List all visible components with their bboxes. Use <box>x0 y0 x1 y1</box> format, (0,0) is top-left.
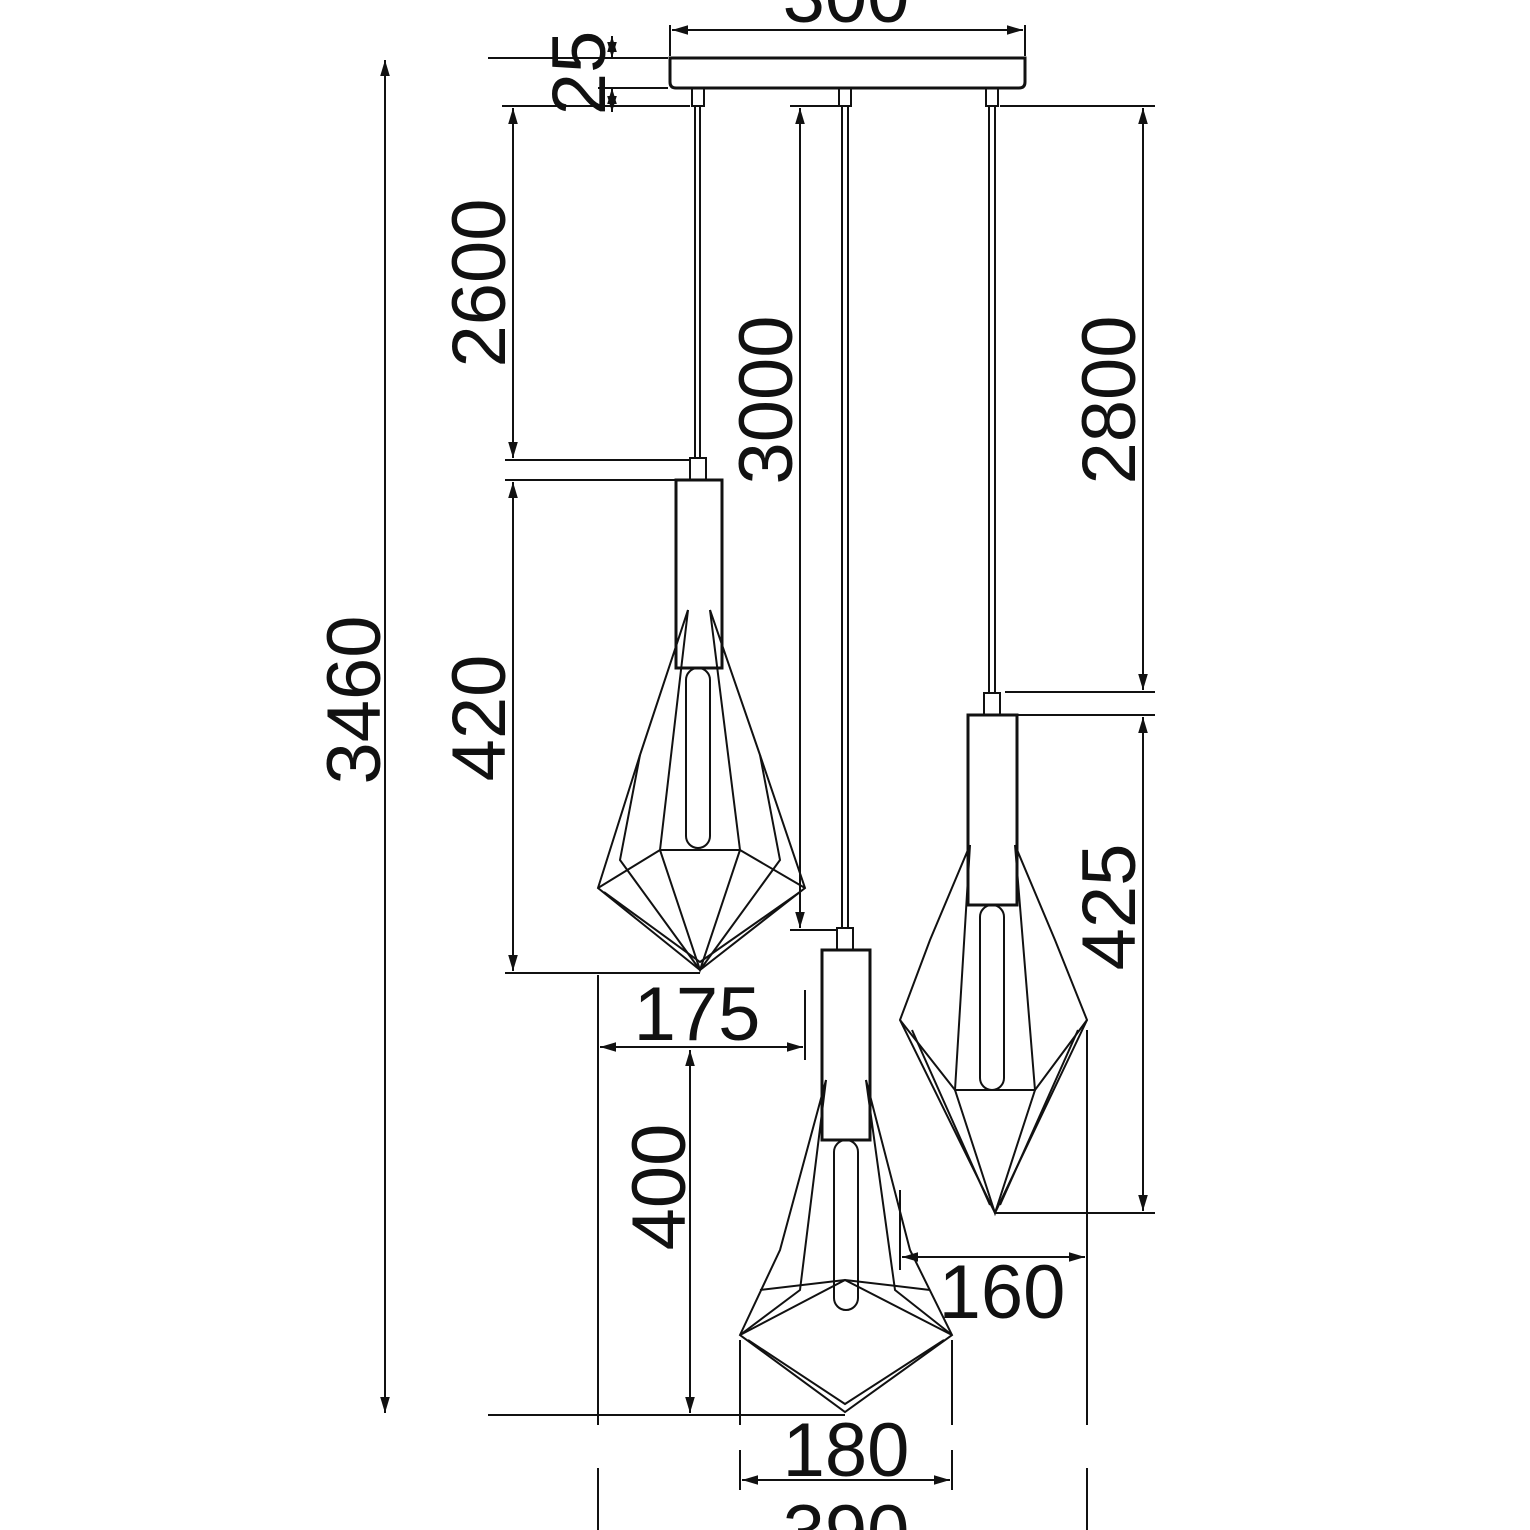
ceiling-canopy <box>668 56 1027 107</box>
dim-cord-left: 2600 <box>437 198 522 367</box>
extension-lines <box>488 25 1155 1530</box>
dim-shade-height-right: 425 <box>1067 844 1152 971</box>
dim-shade-width-middle: 180 <box>783 1408 910 1493</box>
dim-canopy-width: 300 <box>783 0 910 39</box>
dim-shade-width-left: 175 <box>634 972 761 1057</box>
pendant-middle <box>738 106 954 1414</box>
dim-cord-middle: 3000 <box>724 315 809 484</box>
dim-overall-width: 390 <box>783 1490 910 1530</box>
dim-shade-height-middle: 400 <box>617 1124 702 1251</box>
dim-overall-height: 3460 <box>312 615 397 784</box>
dimension-labels: 300 25 3460 2600 420 3000 2800 425 175 4… <box>312 0 1152 1530</box>
dim-cord-right: 2800 <box>1067 315 1152 484</box>
pendant-left <box>596 106 807 974</box>
dim-shade-width-right: 160 <box>939 1250 1066 1335</box>
dim-shade-height-left: 420 <box>437 655 522 782</box>
dimension-lines <box>380 25 1148 1485</box>
dim-canopy-height: 25 <box>537 31 622 116</box>
pendant-right <box>898 106 1089 1217</box>
